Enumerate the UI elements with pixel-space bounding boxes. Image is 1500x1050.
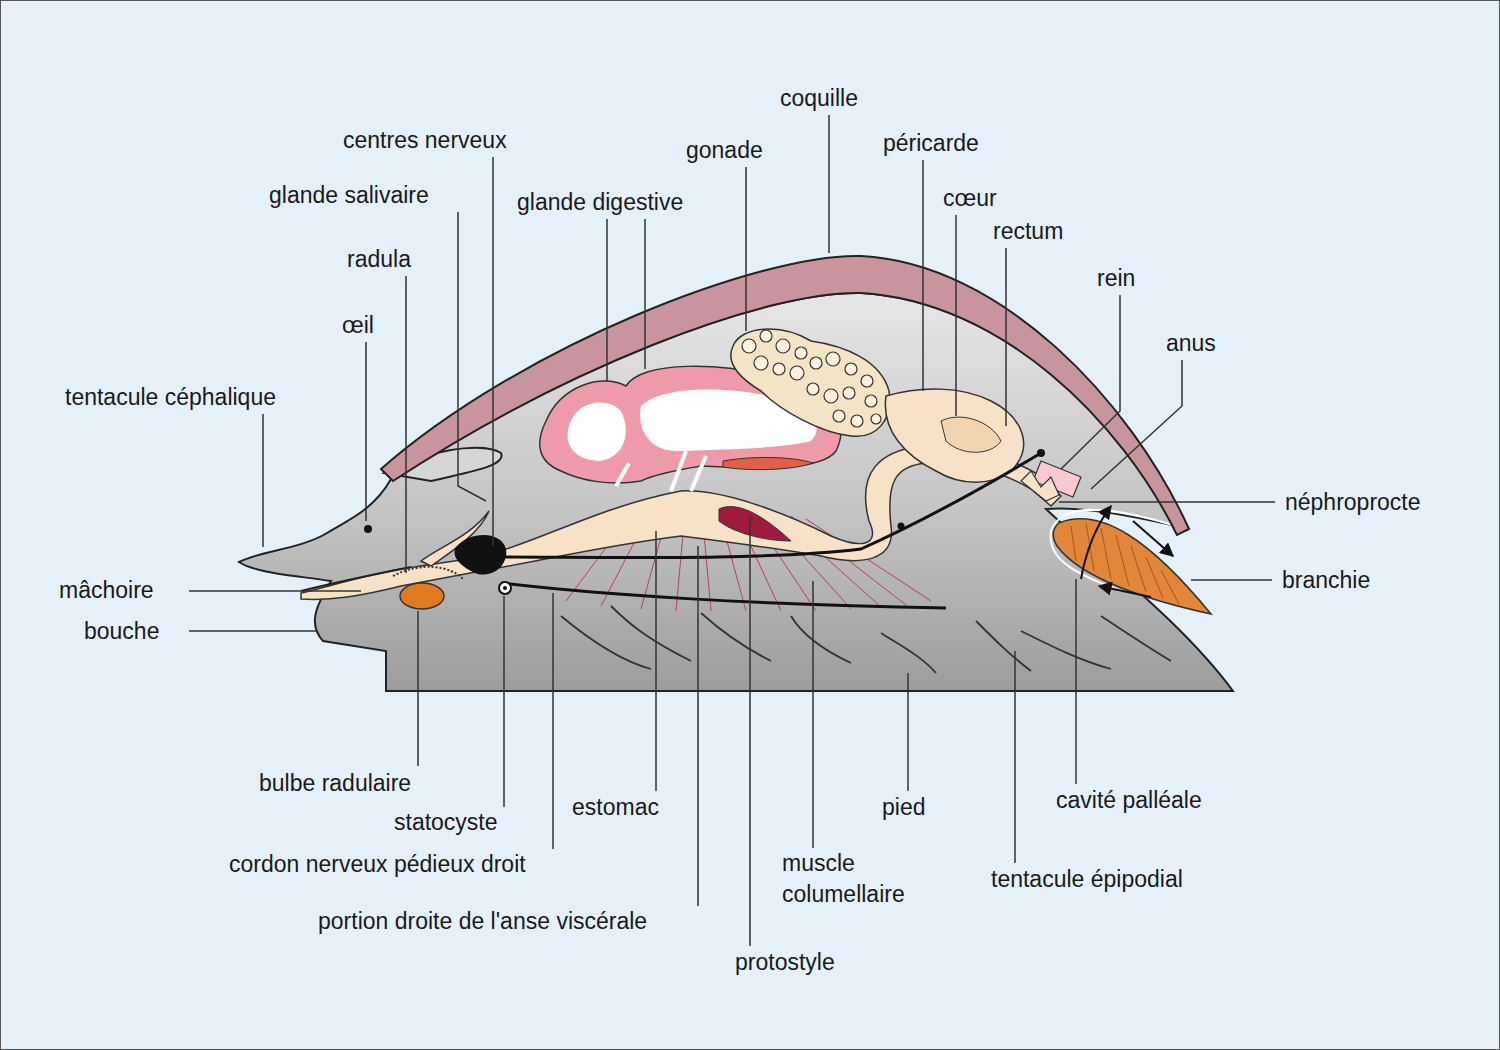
part-label: statocyste [394,808,498,836]
part-label: pied [882,793,925,821]
part-label: glande salivaire [269,181,429,209]
part-label: tentacule céphalique [65,383,276,411]
part-label: œil [342,311,374,339]
part-label: portion droite de l'anse viscérale [318,907,647,935]
part-label: glande digestive [517,188,683,216]
part-label: bulbe radulaire [259,769,411,797]
part-label: coquille [780,84,858,112]
part-label: protostyle [735,948,835,976]
part-label: cavité palléale [1056,786,1202,814]
part-label: mâchoire [59,576,154,604]
part-label: radula [347,245,411,273]
part-label: muscle columellaire [782,848,947,910]
part-label: péricarde [883,129,979,157]
part-label: cordon nerveux pédieux droit [229,850,526,878]
part-label: néphroprocte [1285,488,1421,516]
part-label: gonade [686,136,763,164]
part-label: centres nerveux [343,126,507,154]
part-label: cœur [943,184,997,212]
part-label: anus [1166,329,1216,357]
part-label: rectum [993,217,1063,245]
part-label: branchie [1282,566,1370,594]
part-label: rein [1097,264,1135,292]
part-label: bouche [84,617,159,645]
part-label: tentacule épipodial [991,865,1183,893]
part-label: estomac [572,793,659,821]
